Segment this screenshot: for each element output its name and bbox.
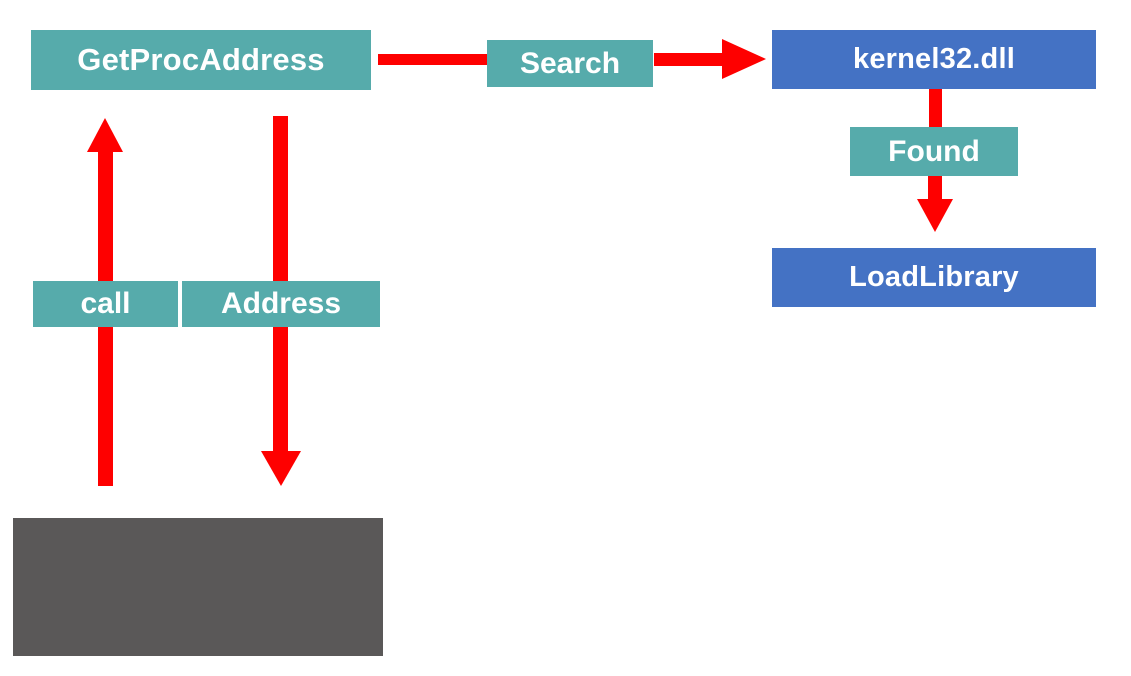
edge-label-address-text: Address xyxy=(220,287,342,320)
edge-label-call[interactable]: call xyxy=(33,281,178,327)
arrow-getprocaddress-to-search xyxy=(378,54,488,65)
edge-label-search-text: Search xyxy=(519,46,621,80)
arrow-found-to-loadlibrary-head-icon xyxy=(917,199,953,232)
arrow-address-head-icon xyxy=(261,451,301,486)
node-getprocaddress-label: GetProcAddress xyxy=(77,42,325,77)
edge-label-found[interactable]: Found xyxy=(850,127,1018,176)
node-kernel32-label: kernel32.dll xyxy=(853,43,1015,75)
arrow-search-to-kernel32-shaft xyxy=(654,53,724,66)
node-loadlibrary[interactable]: LoadLibrary xyxy=(772,248,1096,307)
arrow-call-head-icon xyxy=(87,118,123,152)
node-kernel32[interactable]: kernel32.dll xyxy=(772,30,1096,89)
edge-label-call-text: call xyxy=(80,287,131,320)
edge-label-address[interactable]: Address xyxy=(182,281,380,327)
arrow-found-to-loadlibrary-shaft xyxy=(928,175,942,201)
edge-label-found-text: Found xyxy=(888,134,980,168)
group-dll-injector: DLL Injector xyxy=(13,518,383,656)
arrow-search-to-kernel32-head-icon xyxy=(722,39,766,79)
node-loadlibrary-label: LoadLibrary xyxy=(849,261,1019,293)
edge-label-search[interactable]: Search xyxy=(487,40,653,87)
arrow-kernel32-to-found xyxy=(929,89,942,128)
node-getprocaddress[interactable]: GetProcAddress xyxy=(31,30,371,90)
